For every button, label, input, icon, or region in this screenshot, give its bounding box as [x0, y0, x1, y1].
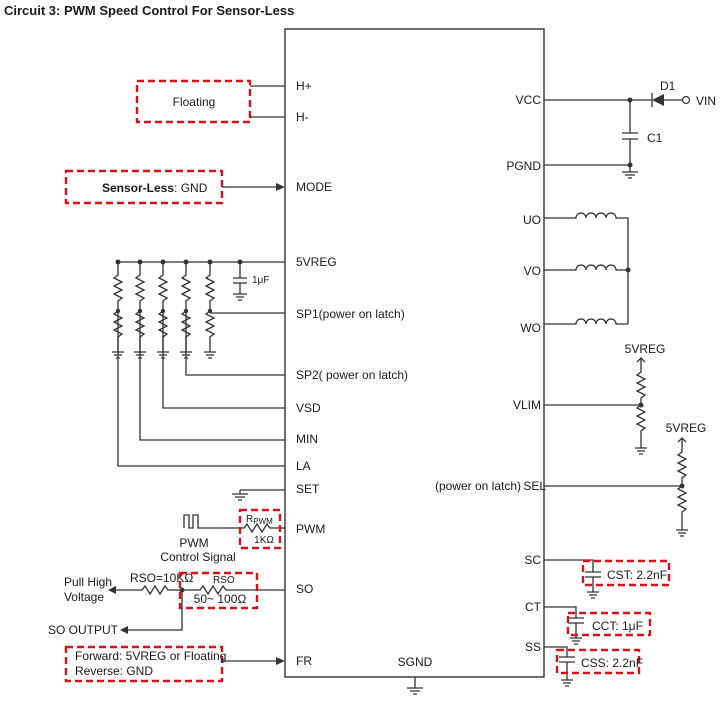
pin-uo: UO: [523, 213, 541, 227]
pin-ss: SS: [525, 640, 541, 654]
css-label: CSS: 2.2nF: [581, 656, 643, 670]
power-on-latch-label: (power on latch): [435, 479, 521, 493]
pin-fr: FR: [296, 654, 312, 668]
voltage-label: Voltage: [64, 590, 104, 604]
svg-text:Sensor-Less: GND: Sensor-Less: GND: [102, 181, 208, 195]
supply-block: D1 VIN C1: [544, 79, 716, 179]
pin-sp2: SP2( power on latch): [296, 368, 408, 382]
pull-high-label: Pull High: [64, 575, 112, 589]
pin-sgnd: SGND: [398, 655, 433, 669]
vreg-label-1: 5VREG: [625, 342, 666, 356]
d1-label: D1: [660, 79, 676, 93]
rpwm-label: R: [246, 514, 253, 525]
pin-sel: SEL: [523, 479, 546, 493]
pwm-signal-icon: [183, 514, 201, 529]
pin-pwm: PWM: [296, 522, 325, 536]
cct-label: CCT: 1μF: [592, 619, 643, 633]
ct-cap: CCT: 1μF: [544, 606, 652, 645]
fr-block: Forward: 5VREG or Floating Reverse: GND: [64, 645, 285, 683]
pin-ct: CT: [525, 600, 542, 614]
pin-la: LA: [296, 459, 311, 473]
pin-sc: SC: [524, 553, 541, 567]
control-signal-label: Control Signal: [160, 550, 235, 564]
rso-label: RSO: [213, 575, 235, 586]
cst-label: CST: 2.2nF: [607, 568, 667, 582]
sensor-less-label: Sensor-Less: [102, 181, 174, 195]
vin-label: VIN: [696, 94, 716, 108]
pwm-label: PWM: [179, 536, 208, 550]
mode-arrow: [276, 183, 285, 191]
pin-h-minus: H-: [296, 110, 309, 124]
pin-set: SET: [296, 482, 320, 496]
ss-cap: CSS: 2.2nF: [544, 646, 643, 687]
pin-vcc: VCC: [516, 93, 542, 107]
motor-windings: [544, 212, 631, 325]
svg-text:RPWM: RPWM: [246, 514, 273, 526]
d1-diode: [652, 94, 664, 106]
rpwm-highlight: [238, 508, 282, 550]
so-output-arrow: [120, 626, 128, 634]
sel-divider: 5VREG (power on latch): [435, 421, 707, 537]
floating-block: Floating: [135, 79, 285, 124]
rpwm-value: 1KΩ: [254, 535, 274, 546]
pin-wo: WO: [520, 321, 541, 335]
forward-label: Forward: 5VREG or Floating: [75, 649, 226, 663]
cct-highlight: [566, 611, 652, 637]
pull-high-arrow: [108, 586, 116, 594]
pin-5vreg: 5VREG: [296, 255, 337, 269]
vreg-label-2: 5VREG: [666, 421, 707, 435]
reverse-label: Reverse: GND: [75, 664, 153, 678]
rpwm-sub: PWM: [253, 517, 273, 526]
c1-label: C1: [647, 131, 663, 145]
pin-min: MIN: [296, 432, 318, 446]
vin-terminal: [681, 95, 691, 105]
so-block: Pull High Voltage RSO=10KΩ RSO 50~ 100Ω …: [48, 571, 285, 637]
vlim-divider: 5VREG: [544, 342, 666, 455]
ic-body: [284, 28, 545, 678]
pin-h-plus: H+: [296, 79, 312, 93]
mode-block: Sensor-Less: GND: [64, 169, 285, 205]
diagram-title: Circuit 3: PWM Speed Control For Sensor-…: [4, 3, 294, 18]
pin-sp1: SP1(power on latch): [296, 307, 405, 321]
pin-so: SO: [296, 582, 313, 596]
fr-arrow: [276, 657, 285, 665]
css-highlight: [555, 648, 641, 675]
pin-vlim: VLIM: [513, 398, 541, 412]
sgnd-ground: [407, 677, 423, 695]
floating-label: Floating: [173, 95, 216, 109]
pin-pgnd: PGND: [506, 159, 541, 173]
resistor-ladder: 1μF: [112, 259, 285, 467]
pwm-block: PWM Control Signal RPWM 1KΩ: [160, 508, 285, 564]
sc-cap: CST: 2.2nF: [544, 559, 671, 599]
so-output-label: SO OUTPUT: [48, 623, 119, 637]
pin-vsd: VSD: [296, 401, 321, 415]
sensor-less-value: : GND: [174, 181, 208, 195]
pin-mode: MODE: [296, 180, 332, 194]
cap-1uf-label: 1μF: [252, 275, 269, 286]
rso-10k-label: RSO=10KΩ: [130, 571, 193, 585]
set-ground: [232, 489, 285, 501]
rso-value: 50~ 100Ω: [194, 592, 247, 606]
rso-highlight: [178, 571, 259, 610]
pin-vo: VO: [524, 264, 541, 278]
floating-highlight: [135, 79, 252, 124]
fr-highlight: [64, 645, 224, 683]
